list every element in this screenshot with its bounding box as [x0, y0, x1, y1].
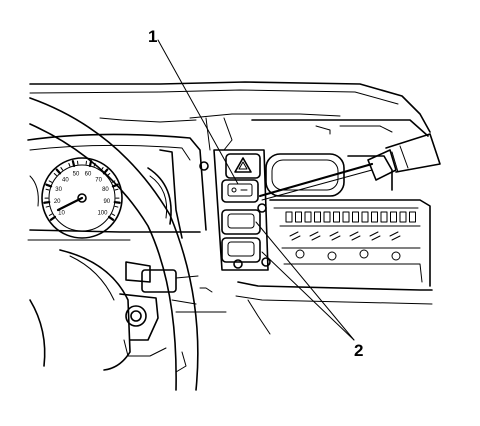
gauge-tick — [55, 168, 62, 175]
radio-preset-button — [352, 211, 359, 223]
switch-panel — [199, 117, 271, 271]
gauge-minor-tick — [48, 213, 53, 216]
hazard-switch — [225, 153, 261, 179]
climate-knob — [295, 249, 305, 259]
gauge-minor-tick — [111, 213, 116, 216]
dashboard-outline — [29, 81, 433, 335]
gauge-label: 100 — [97, 210, 108, 216]
gauge-label: 40 — [62, 177, 69, 183]
radio-preset-button — [371, 211, 378, 223]
screwdriver-tool — [258, 133, 441, 201]
gauge-tick — [45, 183, 53, 188]
radio-preset-button — [333, 211, 340, 223]
gauge-minor-tick — [114, 205, 119, 208]
gauge-minor-tick — [45, 188, 50, 191]
gauge-label: 80 — [102, 187, 109, 193]
gauge-label: 70 — [95, 177, 102, 183]
radio-preset-button — [390, 211, 397, 223]
climate-knob — [391, 251, 401, 261]
climate-slider-mark — [329, 231, 341, 241]
radio-preset-button — [304, 211, 312, 223]
middle-switch — [221, 209, 261, 235]
climate-slider-mark — [309, 231, 321, 241]
gauge-tick — [43, 201, 51, 204]
climate-slider-mark — [289, 231, 301, 241]
radio-preset-button — [409, 211, 416, 223]
radio-preset-button — [380, 211, 388, 223]
air-vent — [265, 153, 393, 197]
radio-preset-button — [295, 211, 302, 223]
steering-wheel — [29, 97, 227, 391]
radio-climate-control — [269, 199, 431, 287]
gauge-label: 10 — [58, 210, 65, 216]
leader-lines — [157, 39, 355, 341]
radio-preset-button — [361, 211, 369, 223]
steering-column — [119, 261, 213, 373]
gauge-label: 90 — [103, 199, 110, 205]
climate-slider-mark — [389, 231, 401, 241]
gauge-tick — [107, 215, 115, 221]
callout-1: 1 — [148, 27, 157, 46]
gauge-minor-tick — [60, 167, 64, 171]
gauge-tick — [113, 201, 121, 204]
gauge-minor-tick — [114, 188, 119, 191]
climate-knob — [327, 251, 337, 261]
gauge-label: 20 — [54, 199, 61, 205]
gauge-minor-tick — [45, 205, 50, 208]
callout-2: 2 — [354, 341, 363, 360]
radio-preset-button — [285, 211, 293, 223]
gauge-label: 30 — [55, 187, 62, 193]
climate-slider-mark — [349, 231, 361, 241]
gauge-tick — [49, 215, 57, 221]
gauge-minor-tick — [68, 162, 71, 167]
radio-preset-button — [323, 211, 331, 223]
radio-preset-button — [342, 211, 350, 223]
lower-switch — [221, 237, 261, 263]
climate-knob — [359, 249, 369, 259]
upper-switch — [221, 179, 259, 203]
radio-preset-button — [314, 211, 321, 223]
gauge-minor-tick — [48, 180, 53, 183]
gauge-label: 50 — [73, 172, 80, 178]
gauge-label: 60 — [85, 172, 92, 178]
radio-preset-button — [399, 211, 407, 223]
gauge-minor-tick — [53, 173, 57, 177]
gauge-tick — [71, 160, 76, 168]
climate-slider-mark — [369, 231, 381, 241]
